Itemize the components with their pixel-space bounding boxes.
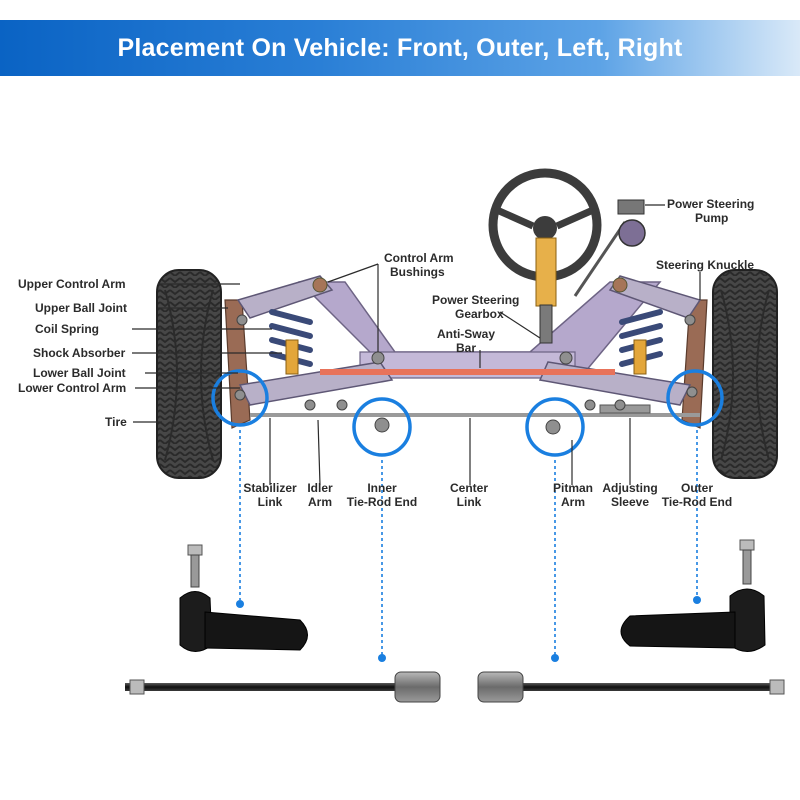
highlight-outer-left — [211, 369, 269, 427]
label-pitman-arm-1: Pitman — [553, 481, 593, 495]
label-outer-tie-rod-end-1: Outer — [681, 481, 713, 495]
label-adjusting-sleeve-1: Adjusting — [602, 481, 657, 495]
label-outer-tie-rod-end-2: Tie-Rod End — [662, 495, 732, 509]
outer-tie-rod-end-left-part — [179, 544, 308, 652]
label-lower-ball-joint: Lower Ball Joint — [33, 366, 126, 380]
coil-spring-left — [269, 309, 313, 367]
label-anti-sway-bar-1: Anti-Sway — [437, 327, 495, 341]
inner-tie-rod-right-part — [477, 671, 785, 703]
label-stabilizer-link-1: Stabilizer — [243, 481, 297, 495]
label-lower-control-arm: Lower Control Arm — [18, 381, 126, 395]
label-coil-spring: Coil Spring — [35, 322, 99, 336]
control-arm-bushing-right — [612, 277, 628, 293]
connector-dots — [236, 596, 701, 662]
shock-absorber-right — [633, 339, 647, 375]
shock-absorber-left — [285, 339, 299, 375]
label-power-steering-gearbox-1: Power Steering — [432, 293, 519, 307]
power-steering-gearbox — [539, 304, 553, 344]
leader-lines — [132, 204, 701, 486]
inner-tie-rod-left-part — [125, 671, 441, 703]
upper-control-arm-left — [236, 275, 334, 319]
highlight-outer-right — [666, 369, 724, 427]
highlight-rings — [211, 369, 724, 457]
highlight-inner-right — [525, 397, 585, 457]
outer-tie-rod-end-right-part — [620, 539, 766, 652]
label-power-steering-pump-2: Pump — [695, 211, 728, 225]
label-steering-knuckle: Steering Knuckle — [656, 258, 754, 272]
label-anti-sway-bar-2: Bar — [456, 341, 476, 355]
label-adjusting-sleeve-2: Sleeve — [611, 495, 649, 509]
label-tire: Tire — [105, 415, 127, 429]
control-arm-bushing-left — [312, 277, 328, 293]
label-shock-absorber: Shock Absorber — [33, 346, 126, 360]
steering-column — [535, 237, 557, 307]
label-power-steering-pump-1: Power Steering — [667, 197, 754, 211]
label-center-link-1: Center — [450, 481, 488, 495]
label-upper-control-arm: Upper Control Arm — [18, 277, 126, 291]
label-idler-arm-2: Arm — [308, 495, 332, 509]
title-banner: Placement On Vehicle: Front, Outer, Left… — [0, 20, 800, 76]
label-control-arm-bushings-1: Control Arm — [384, 251, 454, 265]
label-stabilizer-link-2: Link — [258, 495, 283, 509]
label-pitman-arm-2: Arm — [561, 495, 585, 509]
label-inner-tie-rod-end-2: Tie-Rod End — [347, 495, 417, 509]
label-idler-arm-1: Idler — [307, 481, 333, 495]
tire-right — [712, 269, 778, 479]
label-upper-ball-joint: Upper Ball Joint — [35, 301, 127, 315]
label-control-arm-bushings-2: Bushings — [390, 265, 445, 279]
label-inner-tie-rod-end-1: Inner — [367, 481, 397, 495]
label-power-steering-gearbox-2: Gearbox — [455, 307, 504, 321]
label-center-link-2: Link — [457, 495, 482, 509]
connector-lines — [239, 430, 698, 655]
coil-spring-right — [619, 309, 663, 367]
highlight-inner-left — [352, 397, 412, 457]
tire-left — [156, 269, 222, 479]
power-steering-pump — [573, 199, 646, 297]
bolt-group — [234, 314, 698, 435]
page-title: Placement On Vehicle: Front, Outer, Left… — [117, 33, 683, 62]
